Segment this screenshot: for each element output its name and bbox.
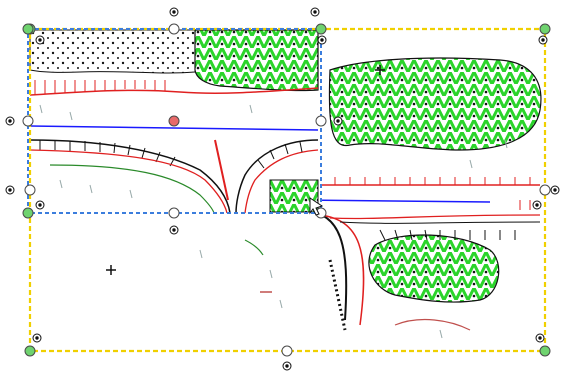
vegetation-area-bottom xyxy=(368,234,500,303)
cursor-icon xyxy=(309,197,324,216)
crosshair-icon xyxy=(106,265,116,275)
rotate-handle-icon[interactable] xyxy=(5,7,560,371)
crosshair-icon xyxy=(375,65,385,75)
vegetation-area-top xyxy=(328,57,542,151)
vegetation-area-upper xyxy=(194,29,319,92)
